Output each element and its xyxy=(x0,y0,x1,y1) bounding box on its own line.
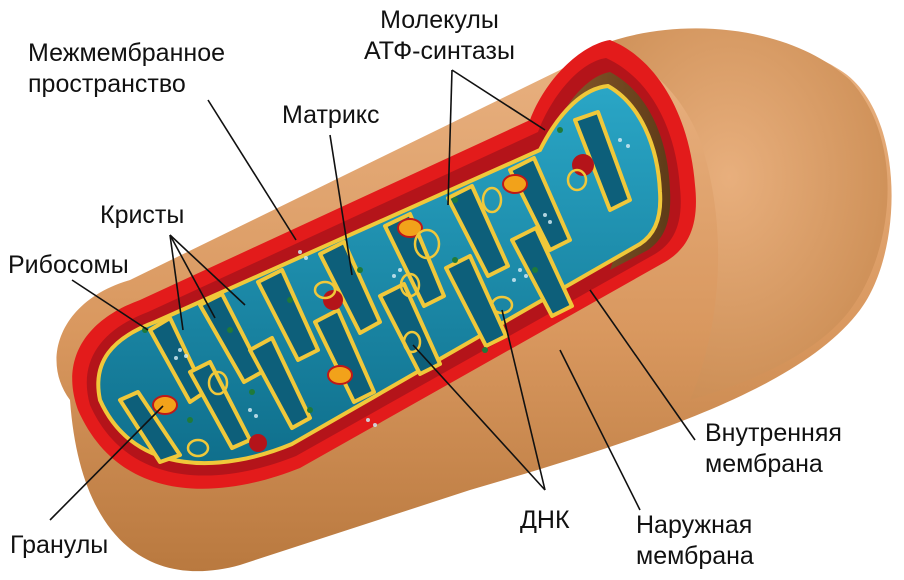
dna-ring xyxy=(207,370,229,396)
ribosome xyxy=(357,267,363,273)
granule xyxy=(397,218,423,238)
crista xyxy=(383,212,446,308)
leader-ribosomes xyxy=(71,279,149,331)
crista xyxy=(446,184,510,278)
leader-atp-2 xyxy=(451,69,546,131)
dna-ring xyxy=(566,168,588,192)
leader-dna-1 xyxy=(412,344,546,491)
label-outer-membrane: Наружная мембрана xyxy=(636,511,754,570)
dna-group xyxy=(186,168,588,458)
ribosome xyxy=(482,347,488,353)
dna-ring xyxy=(313,280,337,300)
label-dna: ДНК xyxy=(520,506,570,534)
granule-dark xyxy=(249,434,267,452)
crista xyxy=(573,110,632,212)
granule xyxy=(327,365,353,385)
ribosome xyxy=(557,127,563,133)
ribosome xyxy=(452,197,458,203)
dna-ring xyxy=(186,438,210,458)
leader-cristae-3 xyxy=(169,234,246,306)
label-ribosomes: Рибосомы xyxy=(8,251,129,279)
leader-cristae-2 xyxy=(169,234,216,319)
label-granules: Гранулы xyxy=(10,531,109,559)
granule xyxy=(502,174,528,194)
leader-outer xyxy=(559,349,641,511)
leader-inner xyxy=(589,289,696,441)
crista xyxy=(318,240,382,335)
leader-matrix xyxy=(329,134,353,276)
dna-ring xyxy=(399,272,421,298)
leader-atp-1 xyxy=(447,69,453,206)
label-matrix: Матрикс xyxy=(282,101,380,129)
ribosome xyxy=(227,327,233,333)
leader-granules xyxy=(49,405,164,521)
granule-dark xyxy=(323,290,343,310)
outer-cap xyxy=(600,28,888,400)
ribosome xyxy=(452,257,458,263)
leader-dna-2 xyxy=(501,309,546,491)
crista xyxy=(510,226,574,318)
granule xyxy=(152,395,178,415)
label-atp-synthase: Молекулы АТФ-синтазы xyxy=(364,6,515,65)
leader-intermembrane xyxy=(207,99,297,241)
ribosome xyxy=(532,267,538,273)
ribosome xyxy=(287,297,293,303)
label-inner-membrane: Внутренняя мембрана xyxy=(705,419,842,478)
leader-lines xyxy=(49,69,696,521)
label-intermembrane-space: Межмембранное пространство xyxy=(28,39,225,98)
matrix-particles xyxy=(174,138,630,427)
crista xyxy=(256,268,320,362)
crista xyxy=(444,254,508,348)
ribosome xyxy=(307,407,313,413)
crista xyxy=(118,390,182,464)
dna-ring xyxy=(413,228,441,260)
dna-ring xyxy=(481,186,503,214)
leader-cristae-1 xyxy=(169,234,184,331)
label-cristae: Кристы xyxy=(100,201,185,229)
ribosomes-group xyxy=(142,127,563,423)
dna-ring xyxy=(402,330,422,354)
crista xyxy=(248,336,312,430)
cristae-group xyxy=(118,110,632,464)
ribosome xyxy=(249,389,255,395)
ribosome xyxy=(187,417,193,423)
